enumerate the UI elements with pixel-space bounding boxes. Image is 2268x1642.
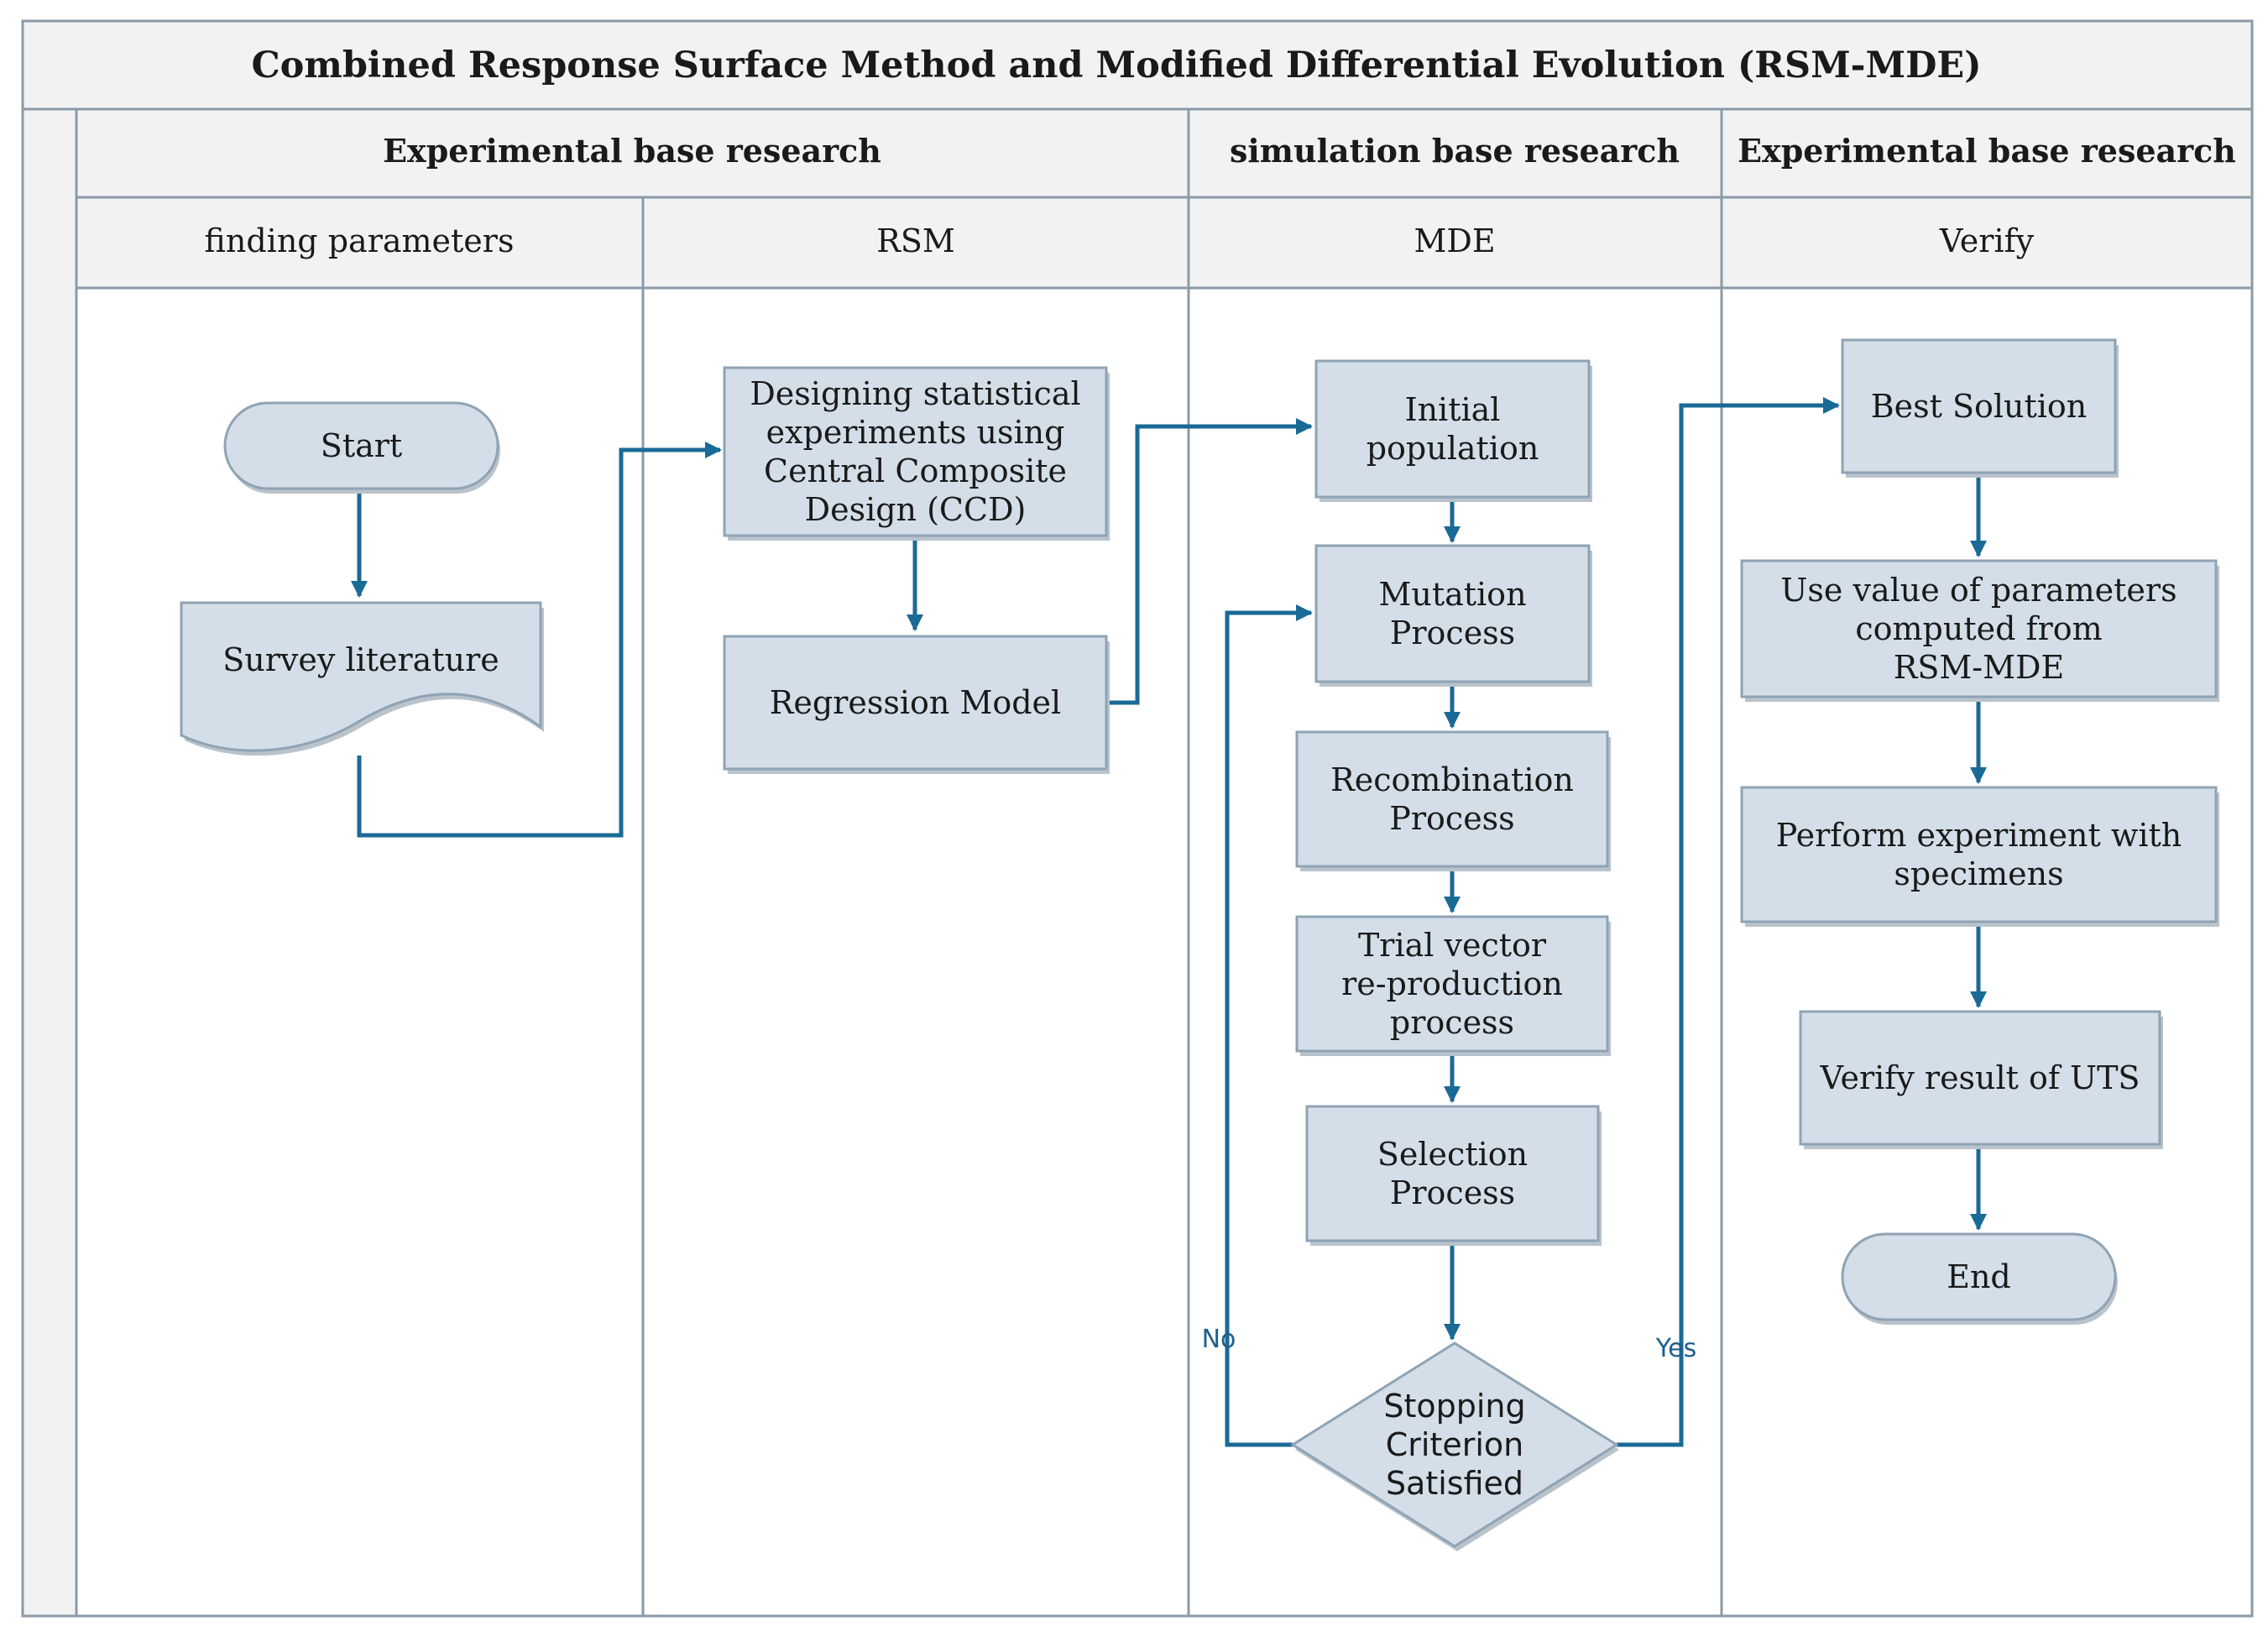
process-box (1295, 730, 1609, 868)
group-header-row (75, 107, 2254, 199)
node-label: Verify result of UTS (1820, 1059, 2140, 1096)
process-box (1740, 786, 2218, 923)
node-label: experiments using (766, 414, 1065, 451)
node-end: End (1841, 1232, 2118, 1325)
process-box (1314, 544, 1591, 683)
lane-header-finding-parameters: finding parameters (205, 222, 515, 259)
node-label: population (1367, 430, 1539, 467)
process-box (1305, 1105, 1600, 1242)
node-label: Initial (1405, 391, 1501, 428)
lane-header-mde: MDE (1414, 222, 1495, 259)
node-label: Satisfied (1386, 1465, 1523, 1502)
node-best: Best Solution (1841, 338, 2119, 478)
node-label: Start (321, 427, 402, 464)
node-label: Stopping (1383, 1388, 1525, 1425)
lane-header-rsm: RSM (876, 222, 955, 259)
document-shape (180, 601, 542, 752)
terminator-shape (223, 401, 499, 490)
group-header-experimental-1: Experimental base research (383, 132, 881, 170)
decision-diamond (1290, 1341, 1619, 1548)
node-label: RSM-MDE (1894, 649, 2065, 686)
node-verifyuts: Verify result of UTS (1799, 1010, 2163, 1149)
node-label: Best Solution (1871, 388, 2088, 425)
node-label: Regression Model (770, 684, 1061, 721)
node-label: End (1947, 1258, 2011, 1295)
diagram-title: Combined Response Surface Method and Mod… (251, 44, 1981, 86)
process-box (1740, 559, 2218, 698)
node-label: Process (1389, 800, 1514, 837)
node-label: Design (CCD) (805, 491, 1027, 528)
process-box (1799, 1010, 2161, 1146)
node-label: Trial vector (1358, 927, 1547, 964)
edge-label-yes: Yes (1655, 1334, 1696, 1363)
node-survey: Survey literature (180, 601, 544, 756)
node-label: Mutation (1378, 576, 1526, 613)
edge-regression-to-initial (1106, 418, 1313, 705)
process-box (1314, 359, 1591, 499)
edges: No Yes (351, 397, 1987, 1447)
node-label: re-production (1341, 965, 1563, 1002)
process-box (723, 366, 1108, 537)
edge-stopping-to-mutation (1225, 604, 1313, 1447)
process-box (1841, 338, 2117, 474)
node-label: Survey literature (222, 641, 499, 678)
node-label: Recombination (1330, 761, 1574, 798)
node-regression: Regression Model (723, 635, 1110, 774)
process-box (723, 635, 1108, 771)
node-label: process (1390, 1004, 1514, 1041)
lane-header-verify: Verify (1939, 222, 2035, 259)
node-label: Process (1390, 614, 1515, 651)
node-label: Process (1390, 1174, 1515, 1211)
node-label: computed from (1855, 610, 2102, 647)
edge-survey-to-design (357, 442, 722, 838)
edge-label-no: No (1202, 1325, 1236, 1354)
node-label: Criterion (1386, 1426, 1524, 1463)
node-label: Selection (1377, 1136, 1528, 1173)
left-margin-strip (21, 107, 78, 1618)
node-label: Perform experiment with (1776, 817, 2182, 854)
node-start: Start (223, 401, 500, 494)
group-header-experimental-2: Experimental base research (1738, 132, 2236, 170)
terminator-shape (1841, 1232, 2117, 1321)
node-label: Designing statistical (750, 375, 1080, 412)
node-label: specimens (1894, 855, 2063, 892)
process-box (1295, 915, 1609, 1053)
edge-stopping-to-best (1617, 397, 1840, 1447)
title-bar (21, 19, 2254, 111)
node-label: Central Composite (764, 452, 1067, 489)
lane-header-row (75, 196, 2254, 290)
group-header-simulation: simulation base research (1230, 132, 1680, 170)
node-label: Use value of parameters (1780, 572, 2177, 609)
